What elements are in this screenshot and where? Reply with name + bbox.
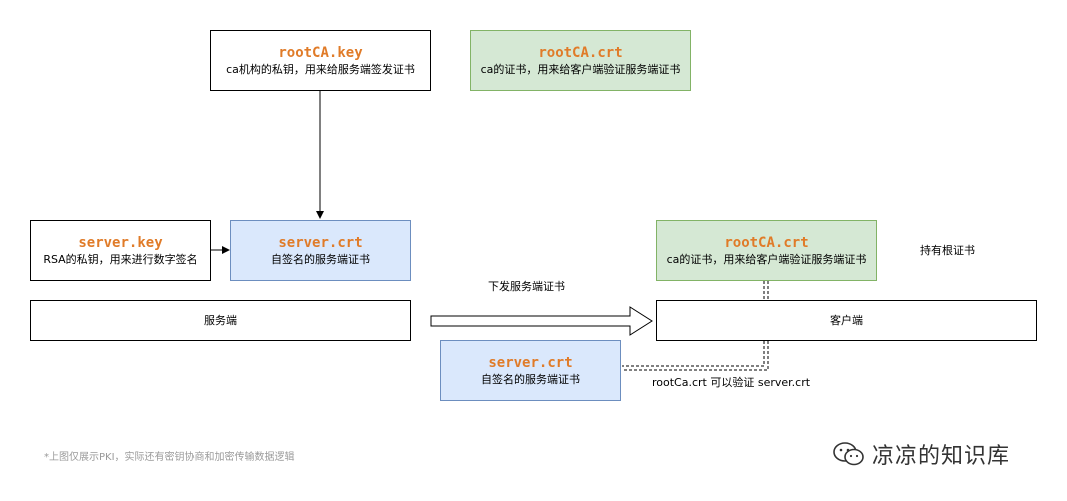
server-key-box: server.key RSA的私钥，用来进行数字签名 <box>30 220 211 281</box>
client-bar: 客户端 <box>656 300 1037 341</box>
issue-label: 下发服务端证书 <box>488 280 565 293</box>
server-crt-desc: 自签名的服务端证书 <box>271 253 370 266</box>
rootca-key-name: rootCA.key <box>278 45 363 61</box>
wechat-icon <box>833 442 864 466</box>
rootca-key-desc: ca机构的私钥，用来给服务端签发证书 <box>226 63 415 76</box>
server-bar-label: 服务端 <box>204 314 237 327</box>
server-key-name: server.key <box>78 235 163 251</box>
server-key-desc: RSA的私钥，用来进行数字签名 <box>43 253 198 266</box>
client-rootca-crt-name: rootCA.crt <box>724 235 809 251</box>
server-crt-name: server.crt <box>278 235 363 251</box>
rootca-crt-box: rootCA.crt ca的证书，用来给客户端验证服务端证书 <box>470 30 691 91</box>
verify-connector <box>622 281 765 367</box>
verify-label: rootCa.crt 可以验证 server.crt <box>652 376 811 389</box>
sent-server-crt-box: server.crt 自签名的服务端证书 <box>440 340 621 401</box>
rootca-key-box: rootCA.key ca机构的私钥，用来给服务端签发证书 <box>210 30 431 91</box>
sent-server-crt-desc: 自签名的服务端证书 <box>481 373 580 386</box>
client-bar-label: 客户端 <box>830 314 863 327</box>
server-bar: 服务端 <box>30 300 411 341</box>
issue-arrow <box>430 306 653 336</box>
rootca-crt-desc: ca的证书，用来给客户端验证服务端证书 <box>480 63 681 76</box>
server-crt-box: server.crt 自签名的服务端证书 <box>230 220 411 281</box>
sent-server-crt-name: server.crt <box>488 355 573 371</box>
watermark-text: 凉凉的知识库 <box>872 444 1011 469</box>
rootca-crt-name: rootCA.crt <box>538 45 623 61</box>
holds-root-cert-label: 持有根证书 <box>920 244 975 257</box>
client-rootca-crt-box: rootCA.crt ca的证书，用来给客户端验证服务端证书 <box>656 220 877 281</box>
watermark: 凉凉的知识库 <box>832 438 1010 470</box>
client-rootca-crt-desc: ca的证书，用来给客户端验证服务端证书 <box>666 253 867 266</box>
footnote: *上图仅展示PKI，实际还有密钥协商和加密传输数据逻辑 <box>44 452 295 463</box>
